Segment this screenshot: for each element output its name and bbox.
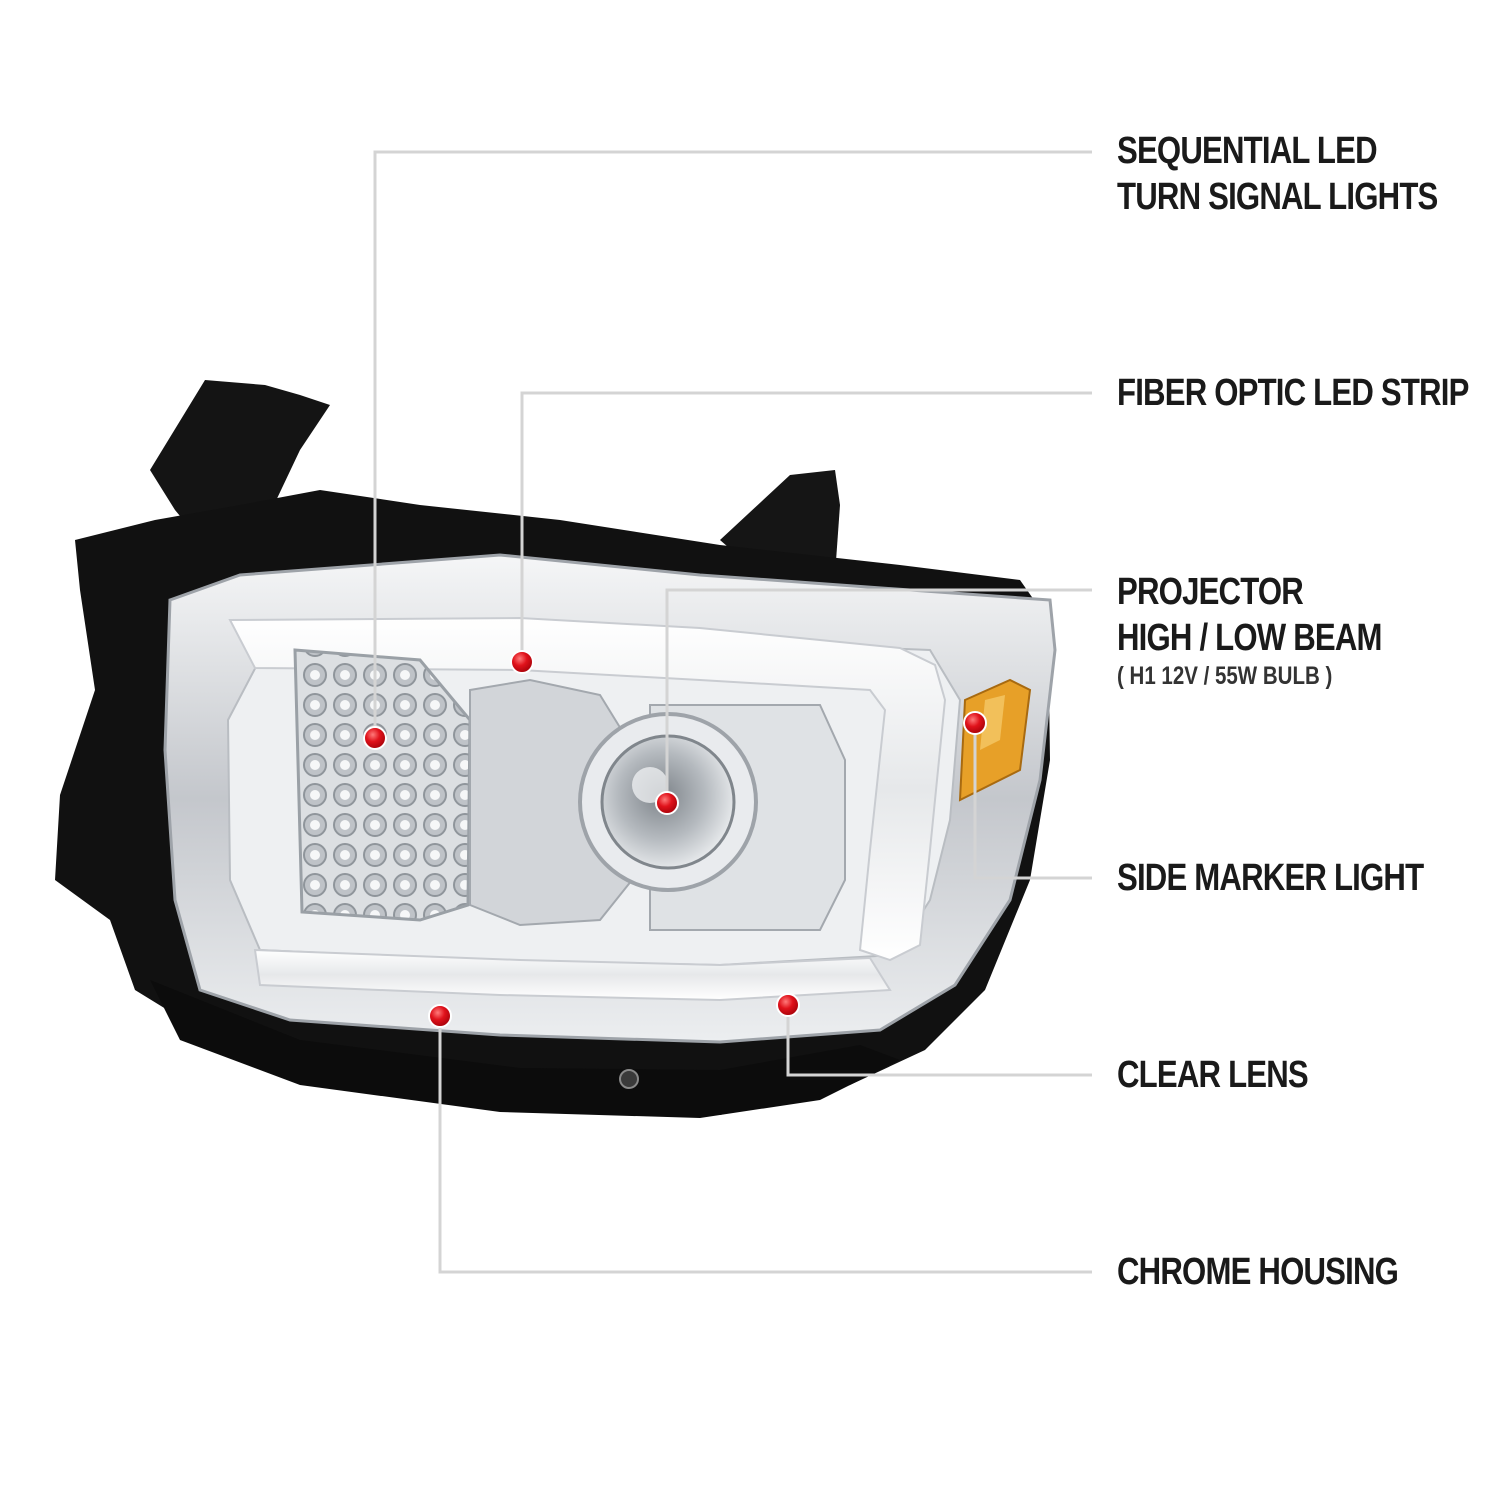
- callout-side-marker-line-1: SIDE MARKER LIGHT: [1117, 857, 1424, 899]
- top-left-bracket: [150, 380, 330, 545]
- leader-line-projector: [665, 588, 1092, 803]
- callout-projector-line-2: HIGH / LOW BEAM: [1117, 617, 1382, 659]
- sequential-led-block: [293, 648, 472, 922]
- leader-line-clear-lens: [786, 1005, 1092, 1077]
- red-dot-marker: [655, 791, 679, 815]
- marker-dots: [363, 650, 987, 1028]
- mount-screw: [619, 1069, 639, 1089]
- leader-line-side-marker: [973, 723, 1092, 880]
- callout-projector-bulb-note: ( H1 12V / 55W BULB ): [1117, 662, 1333, 690]
- bottom-housing-lip: [150, 980, 900, 1118]
- callout-chrome-housing: CHROME HOUSING: [1117, 1249, 1399, 1295]
- red-dot-marker: [776, 993, 800, 1017]
- red-dot-marker: [963, 711, 987, 735]
- callout-clear-lens: CLEAR LENS: [1117, 1052, 1309, 1098]
- leader-line-sequential-led: [373, 150, 1092, 738]
- leader-line-chrome-housing: [438, 1016, 1092, 1274]
- leader-lines: [373, 150, 1092, 1274]
- callout-fiber-optic: FIBER OPTIC LED STRIP: [1117, 370, 1469, 416]
- leader-line-fiber-optic: [520, 391, 1092, 662]
- callout-fiber-optic-line-1: FIBER OPTIC LED STRIP: [1117, 372, 1469, 414]
- callout-chrome-housing-line-1: CHROME HOUSING: [1117, 1251, 1399, 1293]
- callout-side-marker: SIDE MARKER LIGHT: [1117, 855, 1424, 901]
- callout-sequential-led-line-1: SEQUENTIAL LED: [1117, 130, 1378, 172]
- red-dot-marker: [510, 650, 534, 674]
- callout-projector: PROJECTOR HIGH / LOW BEAM ( H1 12V / 55W…: [1117, 569, 1382, 691]
- callout-sequential-led-line-2: TURN SIGNAL LIGHTS: [1117, 176, 1438, 218]
- callout-sequential-led: SEQUENTIAL LED TURN SIGNAL LIGHTS: [1117, 128, 1438, 220]
- side-marker-lens: [958, 678, 1032, 802]
- callout-projector-line-1: PROJECTOR: [1117, 571, 1304, 613]
- red-dot-marker: [363, 726, 387, 750]
- callout-clear-lens-line-1: CLEAR LENS: [1117, 1054, 1309, 1096]
- red-dot-marker: [428, 1004, 452, 1028]
